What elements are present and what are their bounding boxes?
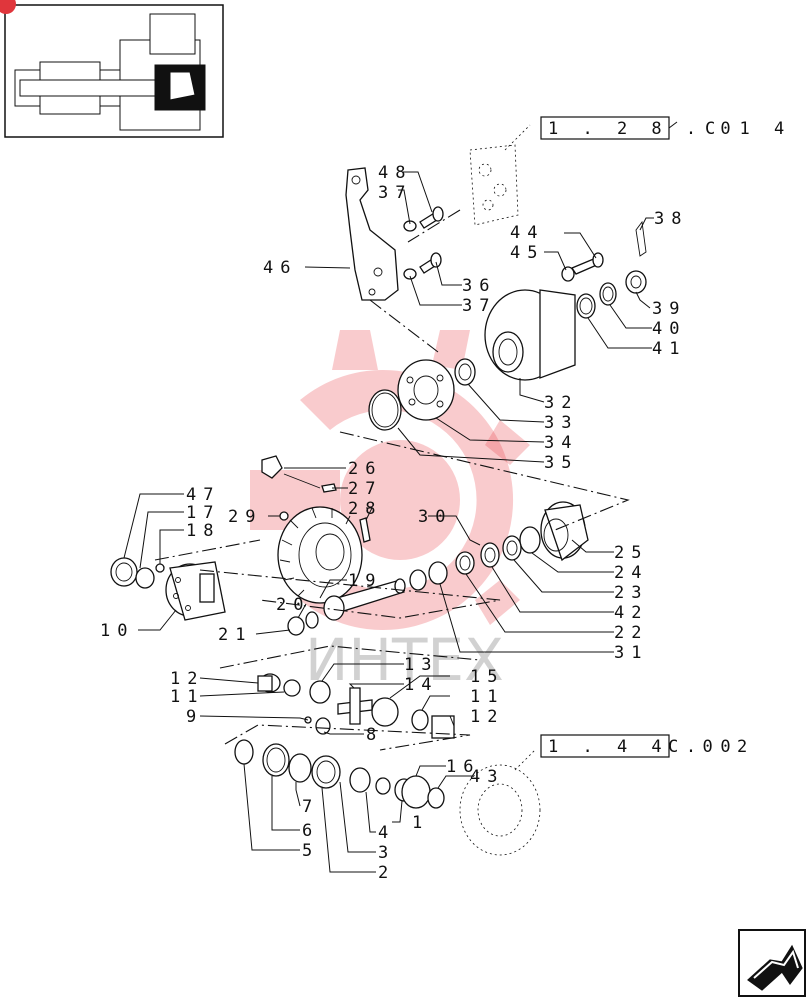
label-23: 23 <box>614 583 648 603</box>
castle-nut <box>625 270 647 294</box>
label-16: 16 <box>446 757 480 777</box>
label-19: 19 <box>348 571 382 591</box>
label-17: 17 <box>186 503 220 523</box>
label-38: 38 <box>654 209 688 229</box>
spider-gear-set <box>257 673 455 739</box>
label-36: 36 <box>462 276 496 296</box>
label-11b: 11 <box>470 687 504 707</box>
label-3: 3 <box>378 843 395 863</box>
label-6: 6 <box>302 821 319 841</box>
screw-28 <box>359 517 371 543</box>
locking-plate <box>261 455 337 493</box>
label-2: 2 <box>378 863 395 883</box>
reference-box-top[interactable]: 1 . 2 8 . 0 C 1 4 <box>540 116 791 140</box>
label-37b: 37 <box>462 296 496 316</box>
bearing-flange <box>397 359 455 421</box>
label-26: 26 <box>348 459 382 479</box>
label-12b: 12 <box>470 707 504 727</box>
label-13: 13 <box>404 655 438 675</box>
label-34: 34 <box>544 433 578 453</box>
label-29: 29 <box>228 507 262 527</box>
label-7: 7 <box>302 797 319 817</box>
assembly-lines <box>154 209 630 751</box>
label-47: 47 <box>186 485 220 505</box>
label-33: 33 <box>544 413 578 433</box>
label-37: 37 <box>378 183 412 203</box>
bolt-36 <box>403 252 442 280</box>
label-35: 35 <box>544 453 578 473</box>
washer-33 <box>454 358 476 386</box>
clutch-pack <box>234 739 445 809</box>
label-31: 31 <box>614 643 648 663</box>
bearing-rings-22-24 <box>409 526 541 591</box>
bracket-part <box>345 167 399 301</box>
cotter-pin <box>635 220 647 257</box>
label-1: 1 <box>412 813 429 833</box>
label-12: 12 <box>170 669 204 689</box>
watermark-text: ИНТЕХ <box>305 626 504 694</box>
bolt-44 <box>561 252 604 282</box>
label-45: 45 <box>510 243 544 263</box>
label-15: 15 <box>470 667 504 687</box>
label-42: 42 <box>614 603 648 623</box>
reference-box-bottom[interactable]: 1 . 4 4 . 0 C 0 2 <box>540 734 754 758</box>
label-21: 21 <box>218 625 252 645</box>
label-22: 22 <box>614 623 648 643</box>
bolt-48 <box>403 206 444 232</box>
leader-lines <box>123 171 654 873</box>
part-labels: 48 37 46 36 37 44 45 38 39 40 41 32 33 3… <box>100 163 688 883</box>
label-5: 5 <box>302 841 319 861</box>
label-32: 32 <box>544 393 578 413</box>
label-24: 24 <box>614 563 648 583</box>
reference-code: 1 . 2 8 . 0 <box>548 119 738 139</box>
bearing-housing-25 <box>540 501 589 562</box>
label-27: 27 <box>348 479 382 499</box>
label-20: 20 <box>276 595 310 615</box>
label-44: 44 <box>510 223 544 243</box>
reference-suffix: C 0 2 <box>668 737 754 757</box>
bearing-rings-17-47 <box>110 557 165 589</box>
output-flange <box>484 289 576 381</box>
label-11: 11 <box>170 687 204 707</box>
label-9: 9 <box>186 707 203 727</box>
label-43: 43 <box>470 767 504 787</box>
reference-code: 1 . 4 4 . 0 <box>548 737 738 757</box>
label-28: 28 <box>348 499 382 519</box>
phantom-housing-bottom <box>459 749 541 856</box>
label-25: 25 <box>614 543 648 563</box>
page-badge-icon <box>0 0 16 14</box>
label-41: 41 <box>652 339 686 359</box>
label-10: 10 <box>100 621 134 641</box>
differential-housing <box>165 561 226 621</box>
next-page-arrow-icon[interactable] <box>738 929 806 997</box>
label-39: 39 <box>652 299 686 319</box>
nut-21 <box>287 611 319 636</box>
ball-29 <box>279 511 289 521</box>
o-ring-35 <box>368 389 402 431</box>
rings-40-41 <box>576 282 617 319</box>
label-4: 4 <box>378 823 395 843</box>
label-48: 48 <box>378 163 412 183</box>
label-8: 8 <box>366 725 383 745</box>
label-46: 46 <box>263 258 297 278</box>
phantom-housing-top <box>469 124 531 226</box>
label-14: 14 <box>404 675 438 695</box>
crown-wheel <box>277 506 363 604</box>
label-40: 40 <box>652 319 686 339</box>
label-30: 30 <box>418 507 452 527</box>
label-18: 18 <box>186 521 220 541</box>
assembly-thumbnail[interactable] <box>0 0 224 138</box>
reference-suffix: C 1 4 <box>705 119 791 139</box>
